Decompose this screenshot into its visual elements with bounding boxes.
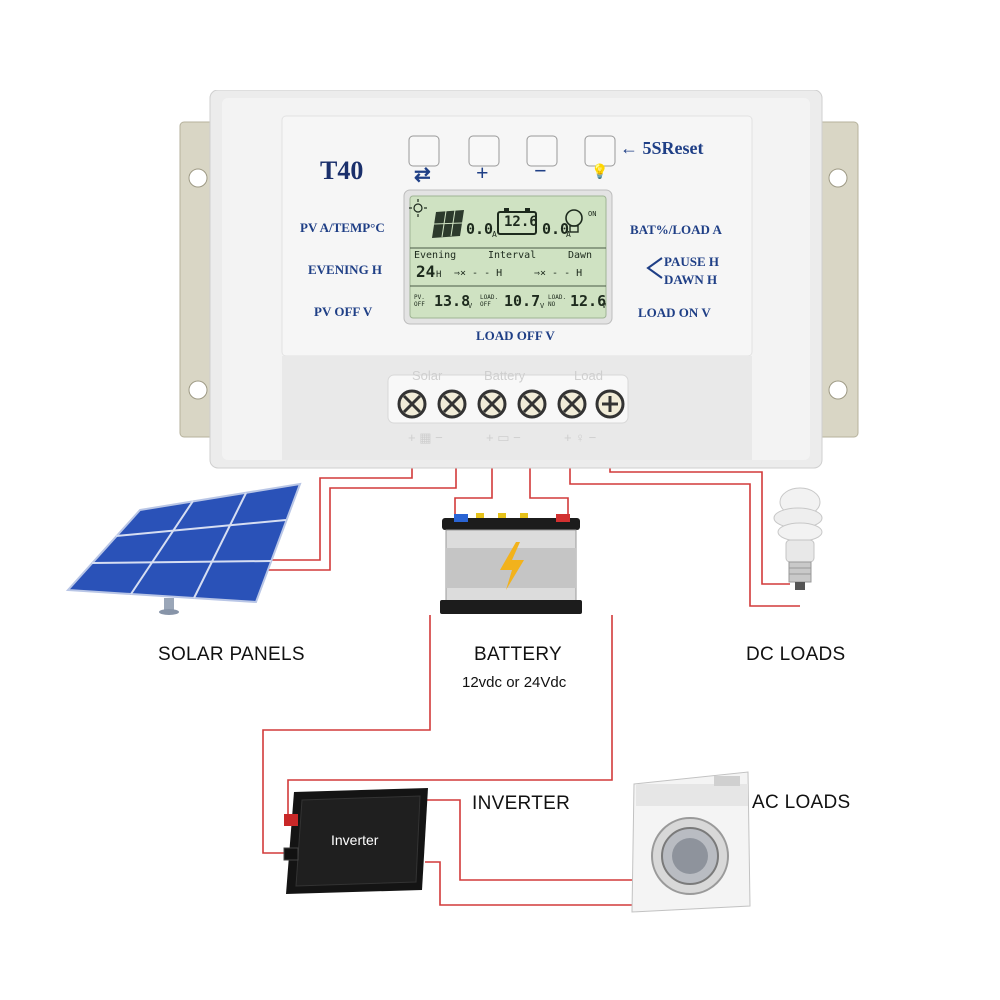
wire-inverter-ac-1	[425, 799, 635, 881]
evening-label: EVENING H	[308, 262, 383, 277]
wire-battery-inverter-pos	[262, 615, 431, 854]
load-off-label: LOAD OFF V	[476, 328, 555, 343]
cfl-bulb-image	[773, 487, 823, 590]
lcd-on-badge: ON	[588, 210, 597, 218]
lcd-pv-unit: A	[492, 230, 497, 239]
lcd-bulb-icon	[565, 209, 583, 233]
solar-panel-image	[65, 482, 302, 615]
lcd-header-evening: Evening	[414, 250, 457, 261]
lcd-battery-icon	[497, 211, 537, 235]
charge-controller: ⇄ + − 💡 ← 5SReset T40 PV A/TEMP°C EVENIN…	[178, 89, 860, 470]
plus-symbol: +	[476, 160, 489, 185]
lcd-pv-current: 0.0	[466, 220, 494, 238]
wire-solar-positive	[268, 462, 413, 561]
lcd-solar-icon	[432, 209, 464, 238]
pv-off-label: PV OFF V	[314, 304, 373, 319]
light-symbol: 💡	[591, 165, 609, 180]
terminal-solar-label: Solar	[412, 368, 443, 383]
terminal-load-polarity: + ♀ −	[564, 430, 597, 445]
sun-icon	[409, 199, 427, 217]
mode-button-shape	[408, 135, 440, 167]
wire-load-positive	[569, 462, 800, 607]
battery-image	[440, 513, 582, 614]
light-button[interactable]	[585, 136, 615, 166]
battery-label: BATTERY	[474, 644, 562, 665]
lcd-load-off-value: 10.7	[504, 292, 541, 310]
inverter-image	[283, 788, 428, 894]
terminal-load-label: Load	[574, 368, 603, 383]
minus-symbol: −	[534, 158, 547, 183]
washing-machine-image	[631, 771, 751, 913]
lcd-header-interval: Interval	[488, 250, 537, 261]
lcd-load-current: 0.0	[542, 220, 570, 238]
lcd-load-on-label: LOAD. NO	[548, 294, 567, 308]
pv-temp-label: PV A/TEMP°C	[300, 220, 385, 235]
wire-battery-positive	[454, 462, 493, 515]
lcd-pv-off-label: PV. OFF	[414, 294, 425, 308]
dc-loads-label: DC LOADS	[746, 644, 846, 665]
bat-load-label: BAT%/LOAD A	[630, 222, 722, 237]
lcd-evening-hours: 24	[416, 262, 436, 281]
lcd-interval-left: ⇒× - - H	[454, 268, 503, 279]
terminal-battery-polarity: + ▭ −	[486, 430, 521, 445]
wire-solar-negative	[268, 462, 457, 571]
terminal-battery-label: Battery	[484, 368, 526, 383]
solar-panels-label: SOLAR PANELS	[158, 644, 305, 665]
lcd-interval-right: ⇒× - - H	[534, 268, 583, 279]
lcd-load-on-value: 12.6	[570, 292, 607, 310]
dawn-label: DAWN H	[664, 272, 718, 287]
reset-hint: ← 5SReset	[620, 138, 704, 158]
lcd-load-off-unit: V	[540, 302, 545, 310]
inverter-box-label: Inverter	[331, 832, 379, 848]
pause-label: PAUSE H	[664, 254, 720, 269]
inverter-label: INVERTER	[472, 793, 571, 814]
lcd-load-unit: A	[566, 230, 571, 239]
lcd-bat-voltage: 12.6	[504, 214, 538, 230]
mode-symbol: ⇄	[414, 164, 431, 186]
controller-body	[179, 89, 859, 469]
light-button-shape	[584, 135, 616, 167]
terminal-solar-polarity: + ▦ −	[408, 430, 443, 445]
lcd-evening-unit: H	[436, 270, 442, 280]
plus-button-shape	[468, 135, 500, 167]
terminal-screws	[397, 389, 625, 419]
lcd-load-on-unit: V	[602, 302, 607, 310]
wire-load-negative	[609, 462, 790, 585]
model-name: T40	[320, 156, 364, 185]
battery-sub-label: 12vdc or 24Vdc	[462, 674, 567, 691]
ac-loads-label: AC LOADS	[752, 792, 851, 813]
lcd-pv-off-value: 13.8	[434, 292, 471, 310]
load-on-label: LOAD ON V	[638, 305, 711, 320]
wire-inverter-ac-2	[425, 861, 635, 906]
minus-button-shape	[526, 135, 558, 167]
lcd-load-off-label: LOAD. OFF	[480, 294, 499, 308]
lcd-header-dawn: Dawn	[568, 250, 593, 261]
lcd-pv-off-unit: V	[468, 302, 473, 310]
wire-battery-negative	[529, 462, 569, 515]
